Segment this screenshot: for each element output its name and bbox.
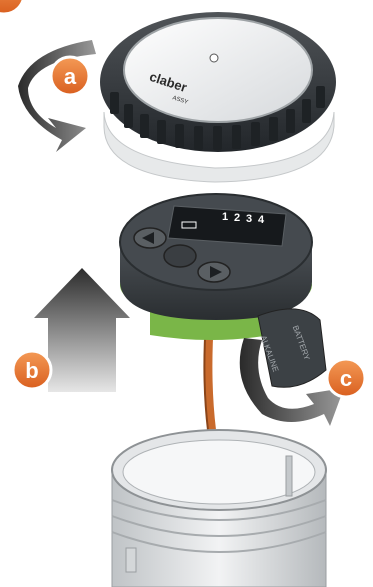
cap: claber ASSY	[100, 12, 336, 183]
cap-brand-sub: ASSY	[172, 95, 189, 106]
lcd-battery-icon	[181, 221, 197, 229]
container-rib	[285, 455, 293, 497]
container-threads	[111, 499, 327, 553]
step-c-marker: c	[325, 357, 367, 399]
step-b-label: b	[25, 358, 38, 383]
container	[111, 429, 327, 587]
cap-top-face	[123, 17, 313, 123]
step-c-label: c	[340, 366, 352, 391]
cap-skirt	[103, 111, 335, 183]
up-arrow-icon	[34, 268, 130, 392]
right-button	[197, 261, 231, 283]
cap-knurls	[110, 86, 325, 150]
lcd-digit-4: 4	[258, 214, 265, 226]
cap-center-hole	[209, 53, 219, 63]
lcd-digit-1: 1	[222, 211, 228, 223]
step-marker-partial	[0, 0, 25, 16]
center-button	[163, 244, 197, 268]
step-a-marker: a	[49, 55, 91, 97]
left-button	[133, 227, 167, 249]
battery: ALKALINE BATTERY	[257, 308, 327, 388]
lcd-digit-3: 3	[246, 213, 252, 225]
lcd-display: 1 2 3 4	[167, 205, 287, 247]
left-arrow-icon	[142, 232, 154, 244]
lcd-digit-2: 2	[234, 212, 240, 224]
rotate-arrow-icon	[18, 40, 96, 152]
step-a-label: a	[64, 64, 77, 89]
step-b-marker: b	[11, 349, 53, 391]
rotate-arrow-icon	[239, 338, 344, 426]
right-arrow-icon	[210, 266, 222, 278]
